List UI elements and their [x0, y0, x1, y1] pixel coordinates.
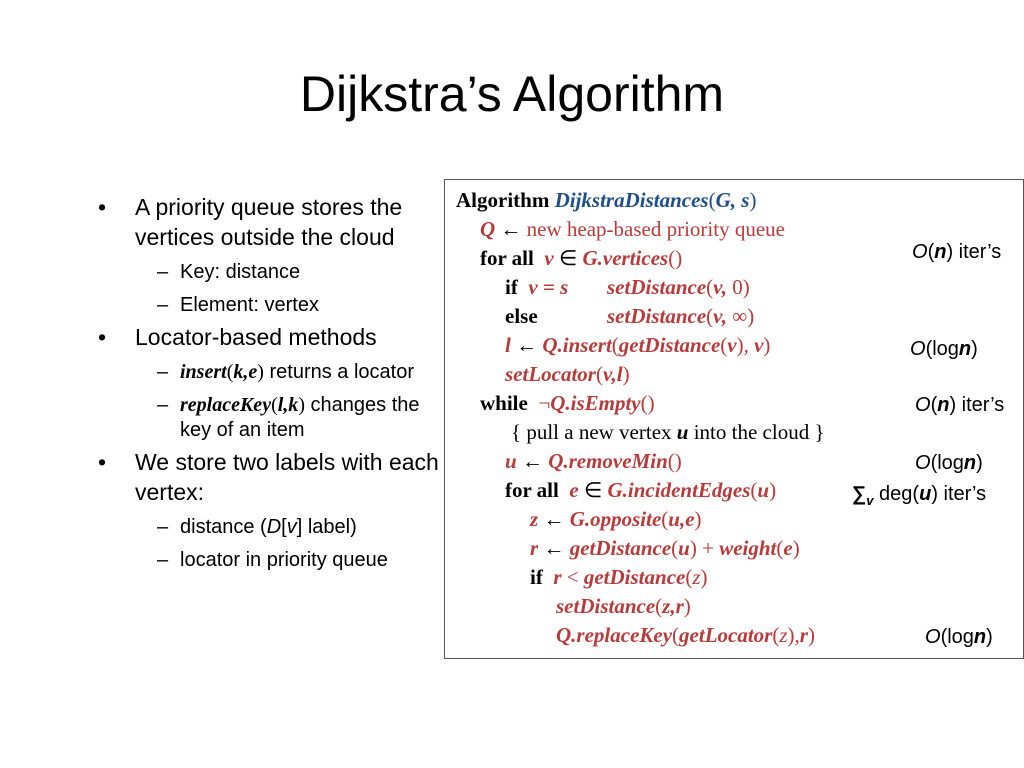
algo-line: r ← getDistance(u) + weight(e): [530, 536, 800, 560]
algo-name: DijkstraDistances: [554, 188, 709, 212]
complexity-note: O(logn): [915, 452, 983, 474]
sub-bullet-text: returns a locator: [263, 361, 414, 383]
sub-bullet-text: locator in priority queue: [180, 549, 388, 571]
algo-line: Q.replaceKey(getLocator(z),r): [556, 623, 815, 647]
algo-line: if v = s: [505, 275, 569, 299]
complexity-note: ∑v deg(u) iter’s: [852, 483, 987, 508]
bullet-dot: •: [98, 324, 107, 350]
method-args: l,k: [277, 394, 299, 416]
complexity-note: O(logn): [910, 338, 978, 360]
bullet-text: Locator-based methods: [135, 324, 377, 350]
algo-line: for all v ∈ G.vertices(): [480, 246, 683, 270]
algo-line: setLocator(v,l): [505, 362, 630, 386]
complexity-note: O(n) iter’s: [912, 241, 1002, 263]
algo-line: while ¬Q.isEmpty(): [480, 391, 655, 415]
method-name: replaceKey: [180, 394, 272, 416]
variable: D: [266, 516, 282, 538]
algo-line: setDistance(v, ∞): [607, 304, 755, 328]
algo-line: else: [505, 304, 538, 328]
bullet-list: • A priority queue stores the vertices o…: [98, 192, 443, 577]
algo-line: Q ← new heap-based priority queue: [480, 217, 785, 241]
variable: v: [286, 516, 297, 538]
bullet-text: A priority queue stores the vertices out…: [135, 194, 403, 250]
method-args: k,e: [233, 361, 258, 383]
sub-bullet-text: [: [281, 516, 287, 538]
algo-line: for all e ∈ G.incidentEdges(u): [505, 478, 777, 502]
sub-bullet-text: Element: vertex: [180, 294, 319, 316]
algo-comment: { pull a new vertex u into the cloud }: [511, 420, 825, 444]
bullet-text: We store two labels with each vertex:: [135, 449, 439, 505]
algo-line: setDistance(z,r): [556, 594, 691, 618]
algo-params: G, s: [715, 188, 750, 212]
sub-bullet-text: changes the key of an item: [180, 394, 420, 441]
sub-bullet: –Element: vertex: [157, 294, 319, 316]
slide-title: Dijkstra’s Algorithm: [299, 66, 725, 122]
sub-bullet: –distance (D[v] label): [157, 516, 357, 538]
bullet-dot: •: [98, 194, 107, 220]
algo-line: u ← Q.removeMin(): [505, 449, 682, 473]
sub-bullet-text: distance (: [180, 516, 267, 538]
sub-bullet: –replaceKey(l,k) changes the key of an i…: [157, 394, 420, 441]
method-name: insert: [180, 361, 227, 383]
bullet-dot: •: [98, 449, 107, 475]
bullet-item: • Locator-based methods –insert(k,e) ret…: [98, 322, 443, 443]
sub-bullet-text: Key: distance: [180, 261, 301, 283]
sub-bullet-text: ] label): [296, 516, 357, 538]
algo-line: z ← G.opposite(u,e): [530, 507, 702, 531]
bullet-item: • A priority queue stores the vertices o…: [98, 192, 443, 318]
sub-bullet: –Key: distance: [157, 261, 301, 283]
algo-line: setDistance(v, 0): [607, 275, 750, 299]
algo-line: l ← Q.insert(getDistance(v), v): [505, 333, 771, 357]
complexity-note: O(logn): [925, 626, 993, 648]
algo-line: if r < getDistance(z): [530, 565, 708, 589]
algo-header: Algorithm DijkstraDistances(G, s): [456, 188, 757, 212]
sub-bullet: –insert(k,e) returns a locator: [157, 361, 414, 383]
algo-keyword: Algorithm: [456, 188, 550, 212]
bullet-item: • We store two labels with each vertex: …: [98, 447, 443, 573]
sub-bullet: –locator in priority queue: [157, 549, 388, 571]
complexity-note: O(n) iter’s: [915, 394, 1005, 416]
